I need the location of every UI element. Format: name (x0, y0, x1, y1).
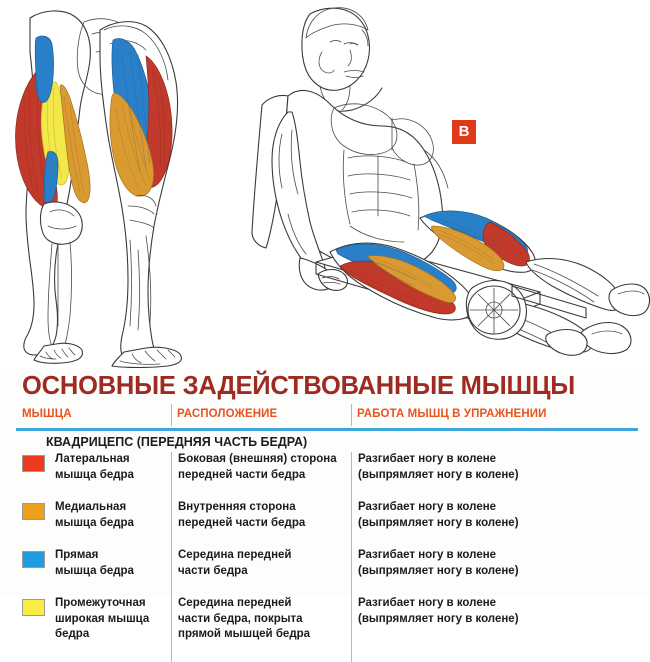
cell-muscle-name: Промежуточная широкая мышца бедра (55, 596, 167, 643)
cell-location-line: Середина передней (178, 549, 292, 561)
cell-muscle-name-line: мышца бедра (55, 516, 134, 529)
table-row: Прямая мышца бедра Середина передней части … (0, 548, 650, 596)
cell-location: Внутренняя сторона передней части бедра (178, 500, 346, 531)
body-divider-2 (351, 452, 352, 662)
table-body: Латеральная мышца бедра Боковая (внешняя) … (0, 452, 650, 660)
cell-location-line: Середина передней (178, 597, 292, 609)
cell-muscle-name-line: Медиальная (55, 501, 127, 513)
muscle-rectus-femoris-left (34, 35, 54, 103)
muscle-group-title: КВАДРИЦЕПС (ПЕРЕДНЯЯ ЧАСТЬ БЕДРА) (46, 435, 308, 449)
cell-action: Разгибает ногу в колене (выпрямляет ногу … (358, 596, 643, 627)
cell-muscle-name-line: широкая мышца (55, 612, 150, 625)
cell-muscle-name: Медиальная мышца бедра (55, 500, 167, 531)
column-header-action: РАБОТА МЫШЦ В УПРАЖНЕНИИ (357, 408, 547, 420)
cell-action-line: (выпрямляет ногу в колене) (358, 564, 519, 577)
cell-action: Разгибает ногу в колене (выпрямляет ногу … (358, 548, 643, 579)
muscle-color-swatch (22, 551, 45, 568)
muscle-vastus-medialis-left (59, 84, 91, 204)
table-row: Промежуточная широкая мышца бедра Середина … (0, 596, 650, 660)
anatomy-illustration-svg: .ol { fill:none; stroke:#3a3a3a; stroke-… (15, 7, 650, 368)
step-badge-b: В (452, 120, 476, 144)
cell-location-line: передней части бедра (178, 516, 306, 529)
cell-action-line: (выпрямляет ногу в колене) (358, 468, 519, 481)
muscle-color-swatch (22, 455, 45, 472)
cell-location: Середина передней части бедра, покрыта пря… (178, 596, 346, 643)
illustration-panel: .ol { fill:none; stroke:#3a3a3a; stroke-… (15, 7, 650, 368)
cell-muscle-name-line: мышца бедра (55, 468, 134, 481)
cell-muscle-name: Прямая мышца бедра (55, 548, 167, 579)
cell-location: Середина передней части бедра (178, 548, 346, 579)
table-row: Медиальная мышца бедра Внутренняя сторона п… (0, 500, 650, 548)
body-divider-1 (171, 452, 172, 662)
muscle-vastus-lateralis-far (482, 221, 530, 267)
cell-action-line: Разгибает ногу в колене (358, 453, 497, 465)
left-anatomy-figure (15, 10, 183, 368)
column-header-muscle: МЫШЦА (22, 408, 72, 420)
cell-location-line: Внутренняя сторона (178, 501, 296, 513)
cell-muscle-name-line: Латеральная (55, 453, 130, 465)
table-row: Латеральная мышца бедра Боковая (внешняя) … (0, 452, 650, 500)
cell-location-line: прямой мышцей бедра (178, 628, 311, 640)
right-exercise-figure (251, 7, 650, 356)
header-divider-1 (171, 404, 172, 426)
header-blue-rule (16, 428, 638, 431)
cell-action: Разгибает ногу в колене (выпрямляет ногу … (358, 500, 643, 531)
column-header-location: РАСПОЛОЖЕНИЕ (177, 408, 278, 420)
cell-muscle-name-line: Прямая (55, 549, 99, 561)
cell-muscle-name-line: мышца бедра (55, 564, 134, 577)
cell-location-line: части бедра (178, 564, 248, 577)
muscle-vastus-medialis-near (367, 255, 456, 303)
cell-action-line: (выпрямляет ногу в колене) (358, 516, 519, 529)
cell-muscle-name: Латеральная мышца бедра (55, 452, 167, 483)
muscle-rectus-femoris-left-distal (43, 151, 59, 204)
cell-action-line: Разгибает ногу в колене (358, 549, 497, 561)
header-divider-2 (351, 404, 352, 426)
muscle-color-swatch (22, 503, 45, 520)
muscle-vastus-lateralis-right (143, 55, 173, 188)
cell-location-line: передней части бедра (178, 468, 306, 481)
cell-location: Боковая (внешняя) сторона передней части … (178, 452, 346, 483)
cell-muscle-name-line: бедра (55, 628, 90, 640)
cell-location-line: Боковая (внешняя) сторона (178, 453, 337, 465)
table-column-headers: МЫШЦА РАСПОЛОЖЕНИЕ РАБОТА МЫШЦ В УПРАЖНЕ… (0, 406, 650, 426)
cell-location-line: части бедра, покрыта (178, 612, 303, 625)
cell-muscle-name-line: Промежуточная (55, 597, 146, 609)
cell-action-line: Разгибает ногу в колене (358, 597, 497, 609)
cell-action: Разгибает ногу в колене (выпрямляет ногу … (358, 452, 643, 483)
muscle-vastus-medialis-right (109, 92, 154, 197)
page-title: ОСНОВНЫЕ ЗАДЕЙСТВОВАННЫЕ МЫШЦЫ (22, 372, 576, 400)
cell-action-line: Разгибает ногу в колене (358, 501, 497, 513)
muscle-color-swatch (22, 599, 45, 616)
muscles-table-panel: ОСНОВНЫЕ ЗАДЕЙСТВОВАННЫЕ МЫШЦЫ МЫШЦА РАС… (0, 368, 650, 662)
cell-action-line: (выпрямляет ногу в колене) (358, 612, 519, 625)
muscle-vastus-medialis-far (431, 225, 505, 272)
